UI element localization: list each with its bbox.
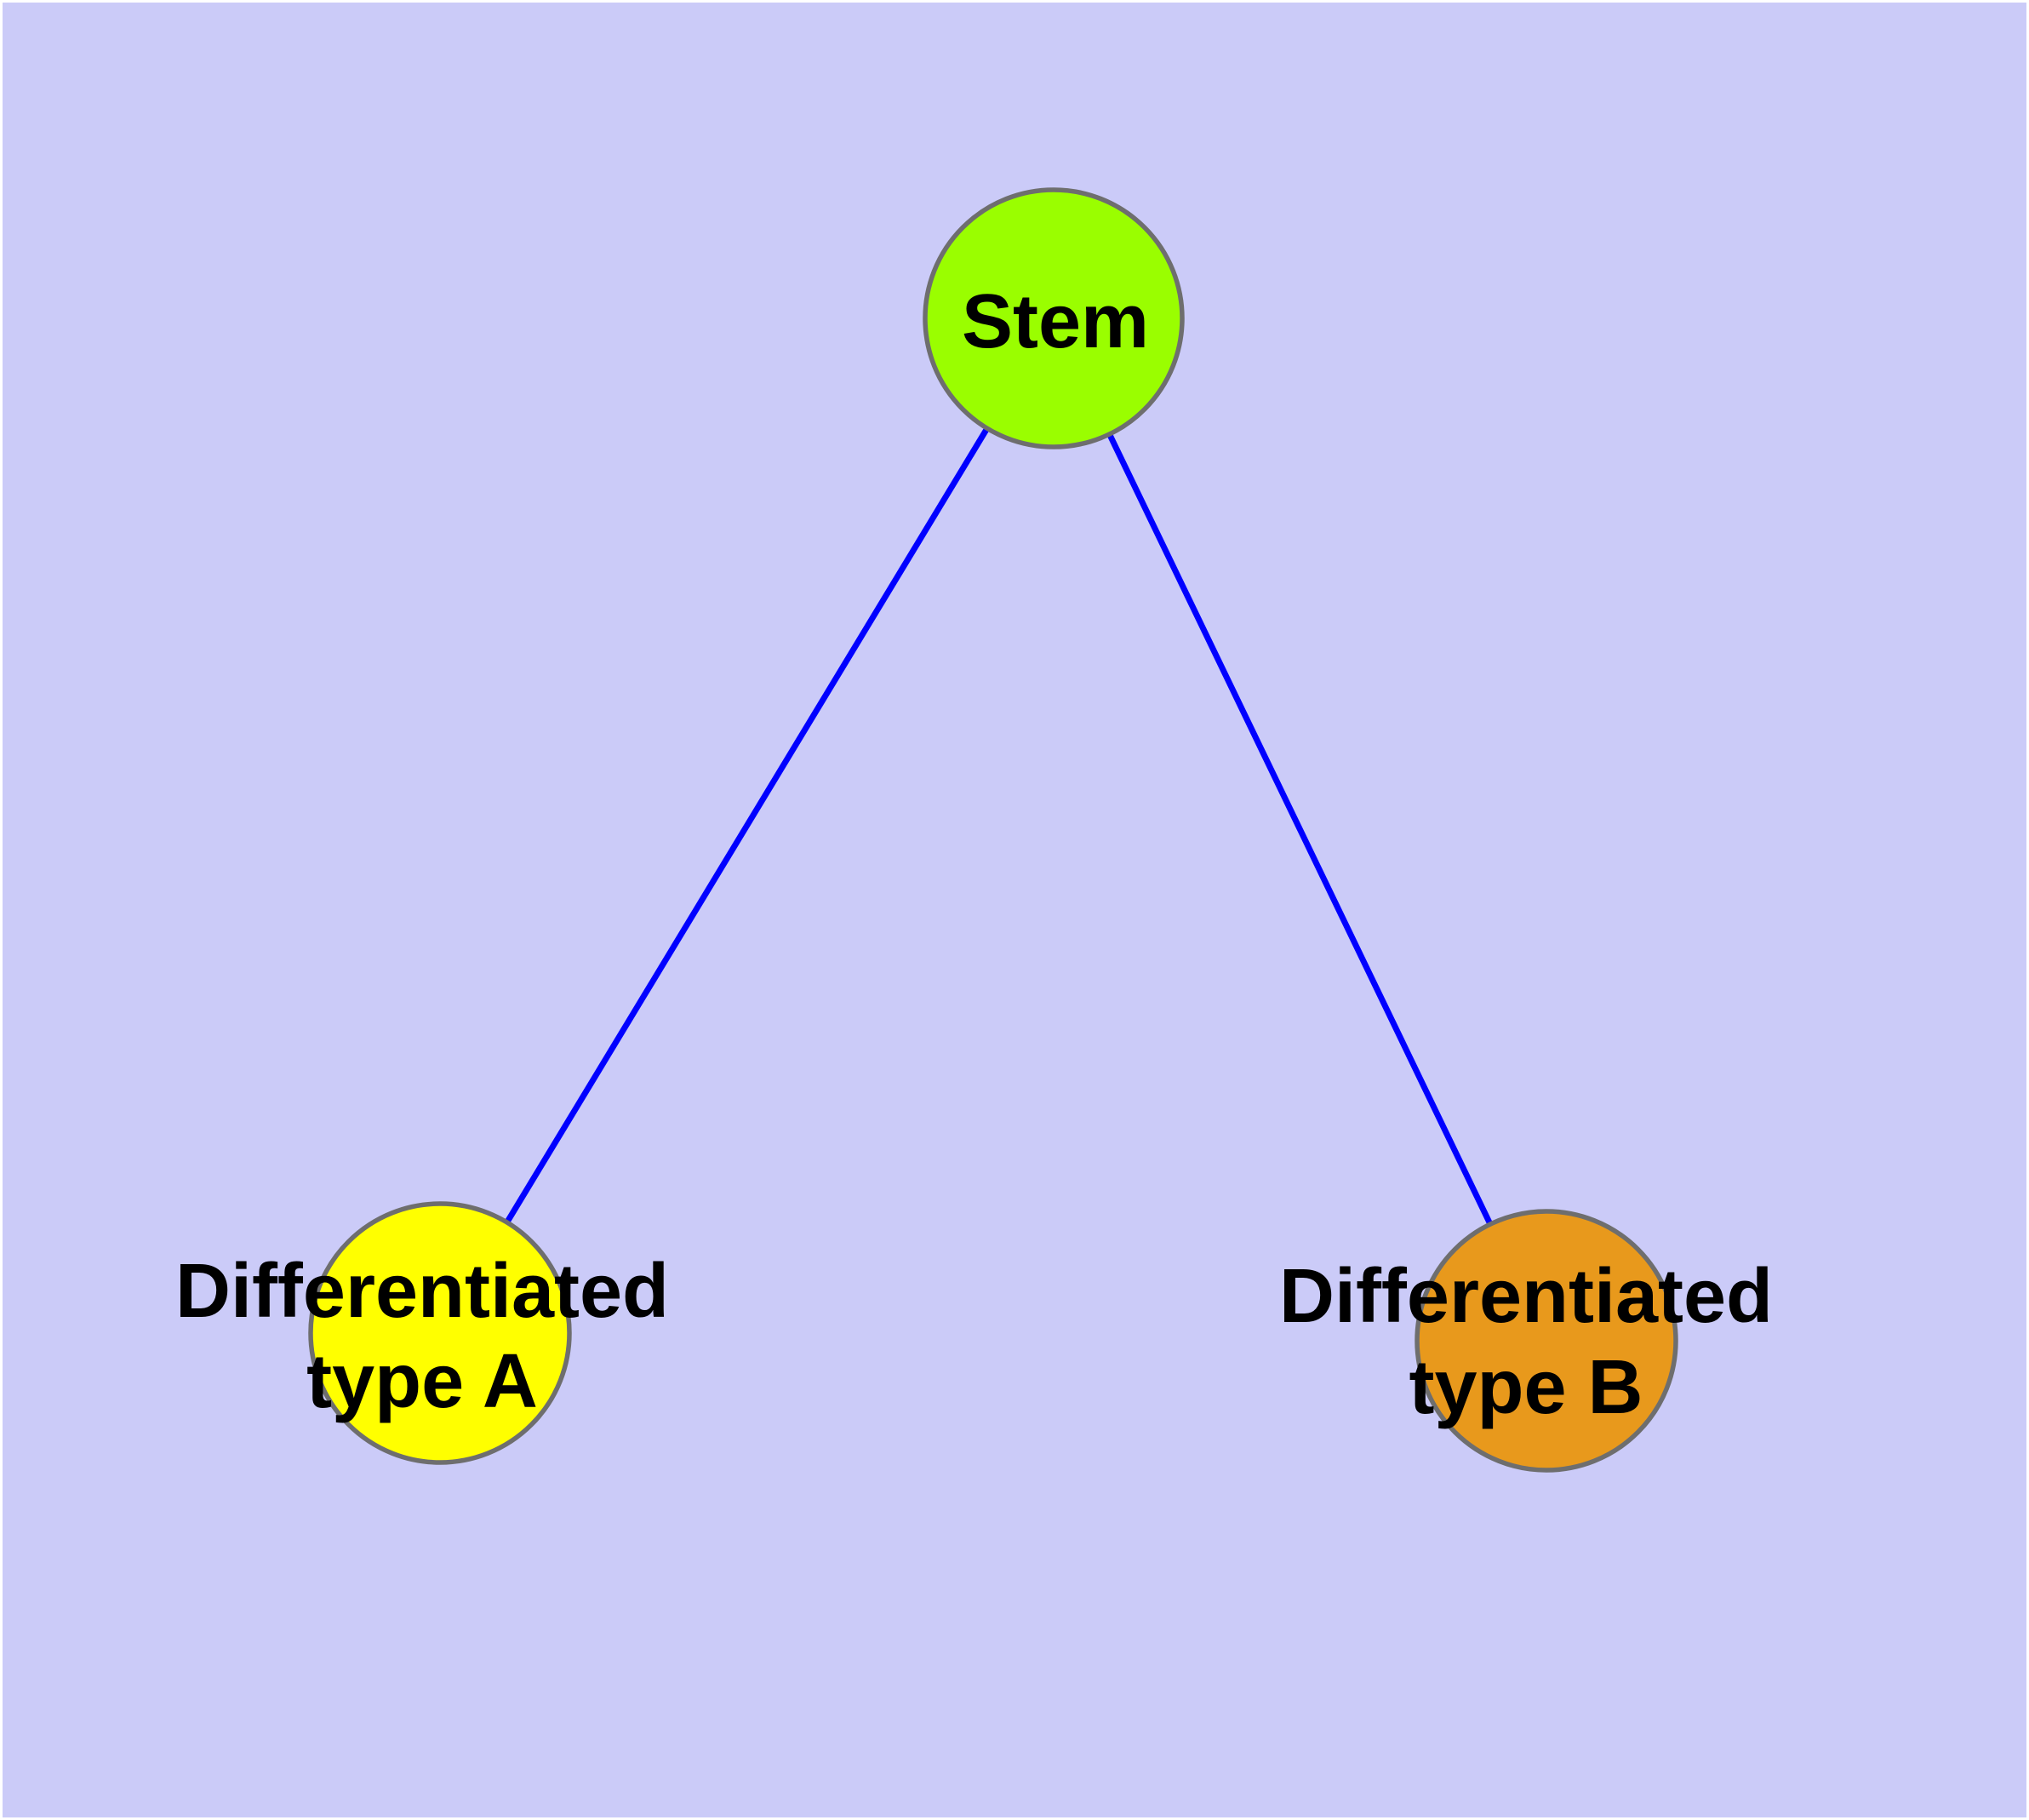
node-type-b-label-line1: Differentiated [1279, 1254, 1773, 1339]
node-type-a-label-line1: Differentiated [175, 1249, 669, 1334]
node-differentiated-type-b [1415, 1209, 1678, 1473]
node-stem-label: Stem [962, 279, 1149, 364]
edge-stem-to-type-a [437, 317, 1056, 1335]
node-type-a-label-line2: type A [306, 1339, 538, 1424]
node-stem [923, 187, 1185, 449]
edge-stem-to-type-b [1050, 317, 1550, 1342]
node-type-b-label-line2: type B [1409, 1345, 1643, 1430]
node-differentiated-type-a [308, 1201, 572, 1465]
